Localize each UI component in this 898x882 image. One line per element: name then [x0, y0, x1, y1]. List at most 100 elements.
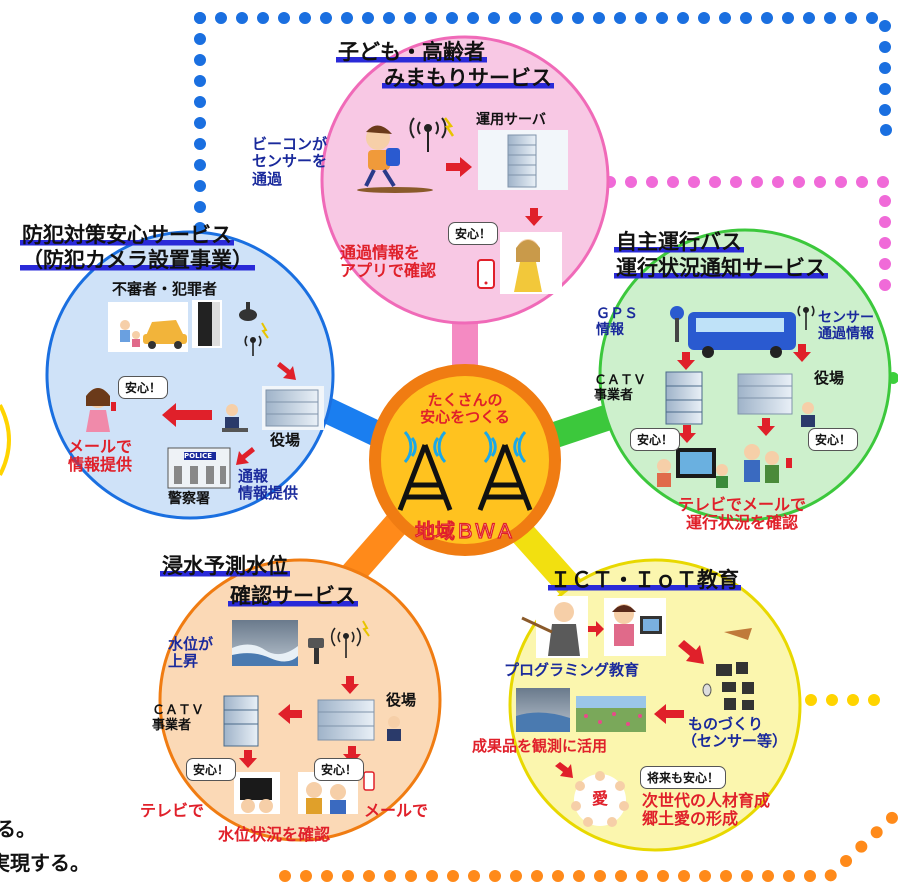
wifi-sensor-icon	[409, 117, 447, 152]
beacon-text-line1: ビーコンが	[252, 135, 328, 153]
bus-result-text: テレビでメールで 運行状況を確認	[642, 495, 842, 533]
bus-service-title-line1: 自主運行バス	[614, 230, 744, 256]
report-text-line2: 情報提供	[238, 484, 299, 503]
water-sensor-icon	[308, 638, 324, 664]
bus-sensor-text: センサー 通過情報	[818, 310, 874, 342]
police-station-icon	[167, 447, 231, 489]
center-slogan-line1: たくさんの	[427, 391, 503, 409]
officer-at-desk-illustration	[801, 402, 815, 427]
flood-relief-bubble-right: 安心！	[314, 758, 365, 781]
result-text-line2: 運行状況を確認	[685, 513, 798, 533]
flood-service-title-line1: 浸水予測水位	[160, 554, 290, 580]
family-watching-tv-illustration	[657, 448, 728, 488]
arrow-down-icon	[678, 425, 696, 443]
catv-building-icon	[665, 371, 703, 425]
police-sign: POLICE	[184, 452, 213, 460]
crime-mail-text: メールで 情報提供	[68, 437, 133, 475]
crime-office-label: 役場	[270, 431, 301, 449]
center-slogan-line2: 安心をつくる	[420, 408, 510, 427]
teacher-illustration	[521, 596, 588, 658]
suspect-label: 不審者・犯罪者	[112, 280, 218, 298]
security-camera-icon	[239, 302, 257, 321]
bus-service-title-line2: 運行状況通知サービス	[614, 256, 828, 282]
arrow-down-icon	[793, 344, 811, 362]
flower-field-illustration	[576, 696, 646, 732]
flooding-river-illustration	[232, 620, 298, 666]
body-text-fragment-1: る。	[0, 817, 36, 841]
future-relief-bubble: 将来も安心！	[640, 766, 727, 789]
flood-service-title-line2: 確認サービス	[228, 584, 358, 610]
making-text-line1: ものづくり	[688, 715, 764, 733]
bus-relief-bubble-right: 安心！	[808, 428, 859, 451]
app-text-line2: アプリで確認	[340, 261, 437, 281]
catv-text-line1: ＣＡＴＶ	[152, 703, 205, 718]
arrow-left-icon	[162, 403, 212, 427]
server-label: 運用サーバ	[476, 112, 546, 128]
arrow-down-icon	[341, 676, 359, 694]
arrow-down-icon	[343, 746, 361, 764]
office-building-icon	[317, 699, 375, 741]
smartphone-icon	[477, 259, 495, 289]
flood-rise-text: 水位が 上昇	[168, 635, 214, 671]
lightning-icon	[261, 322, 269, 339]
body-text-fragment-2: を実現する。	[0, 851, 90, 875]
app-text-line1: 通過情報を	[340, 243, 421, 262]
report-text-line1: 通報	[238, 467, 269, 485]
arrow-down-icon	[677, 352, 695, 370]
gps-text-line1: ＧＰＳ	[596, 306, 638, 322]
student-at-computer-illustration	[604, 598, 666, 656]
police-label: 警察署	[168, 491, 210, 507]
crime-report-text: 通報 情報提供	[238, 467, 299, 503]
flood-tv-label: テレビで	[140, 801, 205, 820]
gps-pin-icon	[670, 306, 684, 342]
catv-building-icon	[223, 695, 259, 747]
rise-text-line1: 水位が	[168, 635, 214, 653]
bus-illustration	[688, 312, 796, 358]
crime-service-title-line2: （防犯カメラ設置事業）	[20, 248, 255, 274]
dotted-frame-orange	[279, 809, 898, 882]
center-name: 地域ＢＷＡ	[415, 519, 516, 543]
child-relief-bubble: 安心！	[448, 222, 499, 245]
river-photo-illustration	[516, 688, 570, 732]
mail-text-line2: 情報提供	[68, 455, 133, 475]
bus-relief-bubble-left: 安心！	[630, 428, 681, 451]
woman-with-phone-illustration	[86, 388, 116, 432]
dotted-frame-blue	[194, 12, 898, 256]
dotted-frame-pink	[604, 176, 891, 296]
office-building-icon	[737, 373, 793, 415]
office-building-icon	[262, 386, 324, 430]
arrow-left-icon	[654, 704, 684, 724]
smartphone-icon	[363, 771, 375, 791]
arrow-downleft-icon	[236, 447, 255, 465]
arrow-right-icon	[588, 621, 604, 637]
child-app-text: 通過情報を アプリで確認	[340, 243, 437, 281]
making-text-line2: （センサー等）	[682, 732, 788, 751]
arrow-left-icon	[278, 704, 302, 724]
arrow-downright-icon	[277, 362, 296, 380]
yellow-edge-arc	[0, 404, 11, 476]
car-illustration	[108, 302, 188, 352]
observe-label: 成果品を観測に活用	[472, 737, 608, 755]
walking-child-illustration	[357, 125, 433, 193]
flood-catv-text: ＣＡＴＶ 事業者	[152, 703, 205, 734]
bus-catv-text: ＣＡＴＶ 事業者	[594, 373, 646, 404]
flood-office-label: 役場	[386, 691, 417, 709]
arrow-downright-icon	[555, 762, 573, 778]
wifi-sensor-icon	[797, 305, 815, 330]
rise-text-line2: 上昇	[168, 652, 199, 671]
officer-at-desk-illustration	[387, 716, 401, 741]
server-building-icon	[478, 130, 568, 190]
crime-service-title-line1: 防犯対策安心サービス	[20, 223, 234, 249]
center-slogan: たくさんの 安心をつくる	[420, 391, 510, 427]
bus-office-label: 役場	[814, 369, 845, 387]
center-circle	[369, 364, 561, 556]
programming-label: プログラミング教育	[504, 661, 640, 679]
bus-gps-text: ＧＰＳ 情報	[596, 306, 638, 338]
crime-relief-bubble: 安心！	[118, 376, 169, 399]
arrow-down-icon	[525, 208, 543, 226]
antenna-icon	[397, 444, 533, 511]
sensor-text-line2: 通過情報	[818, 326, 874, 343]
arrow-down-icon	[239, 750, 257, 768]
arrow-down-icon	[757, 418, 775, 436]
result-text-line1: テレビでメールで	[677, 495, 806, 514]
